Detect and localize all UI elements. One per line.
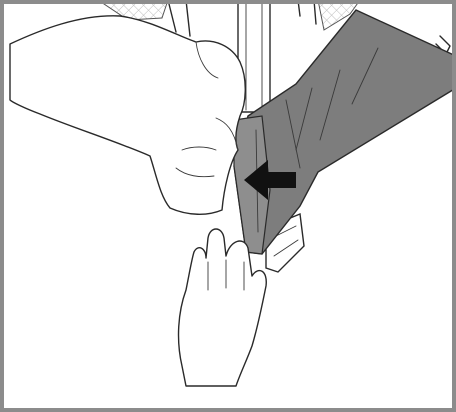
upper-hand xyxy=(10,16,245,214)
